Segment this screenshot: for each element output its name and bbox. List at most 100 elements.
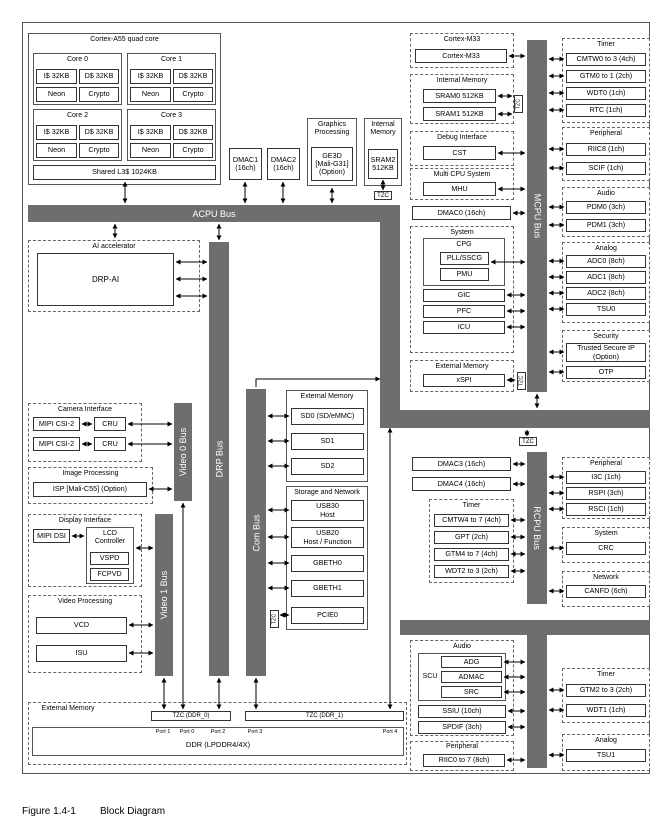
core-0-neon: Neon bbox=[36, 87, 77, 102]
rcpu-bus: RCPU Bus bbox=[527, 452, 547, 604]
core-2-neon: Neon bbox=[36, 143, 77, 158]
cst-box: CST bbox=[423, 146, 496, 160]
sd2-box: SD2 bbox=[291, 458, 364, 475]
adg-box: ADG bbox=[441, 656, 502, 668]
video-0-bus: Video 0 Bus bbox=[174, 403, 192, 501]
gtm0-1-box: GTM0 to 1 (2ch) bbox=[566, 70, 646, 83]
pfc-box: PFC bbox=[423, 305, 505, 318]
dmac0-box: DMAC0 (16ch) bbox=[412, 206, 511, 220]
vcd-box: VCD bbox=[36, 617, 127, 634]
mipi-csi-2-a: MIPI CSI-2 bbox=[33, 417, 80, 431]
ddr-port-4: Port 4 bbox=[382, 729, 398, 735]
core-3-neon: Neon bbox=[130, 143, 171, 158]
sd0-box: SD0 (SD/eMMC) bbox=[291, 408, 364, 425]
tzc-xspi-label: TZC bbox=[518, 375, 525, 387]
usb30-host: USB30 Host bbox=[291, 500, 364, 521]
core-2-icache: I$ 32KB bbox=[36, 125, 77, 140]
icu-box: ICU bbox=[423, 321, 505, 334]
tzc-xspi: TZC bbox=[517, 372, 526, 390]
pdm0-box: PDM0 (3ch) bbox=[566, 201, 646, 214]
mcpu-audio-title: Audio bbox=[597, 190, 615, 197]
gic-box: GIC bbox=[423, 289, 505, 302]
otp-box: OTP bbox=[566, 366, 646, 379]
pll-sscg-box: PLL/SSCG bbox=[440, 252, 489, 265]
scu-label: SCU bbox=[422, 673, 438, 680]
riic8-box: RIIC8 (1ch) bbox=[566, 143, 646, 156]
mipi-csi-2-b: MIPI CSI-2 bbox=[33, 437, 80, 451]
rcpu-peripheral-title: Peripheral bbox=[590, 460, 622, 467]
tsu1-box: TSU1 bbox=[566, 749, 646, 762]
vspd-box: VSPD bbox=[90, 552, 129, 565]
tzc-sram0-1-label: TZC bbox=[515, 98, 522, 110]
spdif-box: SPDIF (3ch) bbox=[418, 721, 506, 734]
ddr-port-2: Port 2 bbox=[210, 729, 226, 735]
rcpu-timer-title: Timer bbox=[462, 502, 481, 509]
ssiu-box: SSIU (10ch) bbox=[418, 705, 506, 718]
wdt1-box: WDT1 (1ch) bbox=[566, 704, 646, 717]
core-1-icache: I$ 32KB bbox=[130, 69, 171, 84]
core-2-crypto: Crypto bbox=[79, 143, 119, 158]
canfd-box: CANFD (6ch) bbox=[566, 585, 646, 598]
core-2-label: Core 2 bbox=[66, 112, 88, 119]
lower-analog-title: Analog bbox=[595, 737, 617, 744]
multi-cpu-system-title: Multi CPU System bbox=[433, 171, 491, 178]
cmtw0-3-box: CMTW0 to 3 (4ch) bbox=[566, 53, 646, 66]
ddr-port-1: Port 1 bbox=[155, 729, 171, 735]
network-title: Network bbox=[593, 574, 619, 581]
mcpu-internal-memory-title: Internal Memory bbox=[436, 77, 488, 84]
sd1-box: SD1 bbox=[291, 433, 364, 450]
ddr-port-0: Port 0 bbox=[179, 729, 195, 735]
cmtw4-7-box: CMTW4 to 7 (4ch) bbox=[434, 514, 509, 527]
com-bus-label: Com Bus bbox=[251, 513, 262, 552]
tzc-rcpu: TZC bbox=[519, 437, 537, 446]
video-processing-title: Video Processing bbox=[57, 598, 113, 605]
camera-interface bbox=[28, 403, 142, 462]
rspi-box: RSPI (3ch) bbox=[566, 487, 646, 500]
shared-l3-cache: Shared L3$ 1024KB bbox=[33, 165, 216, 180]
crc-box: CRC bbox=[566, 542, 646, 555]
figure-title: Block Diagram bbox=[100, 806, 166, 817]
rcpu-bus-label: RCPU Bus bbox=[532, 506, 543, 550]
image-processing-title: Image Processing bbox=[62, 470, 119, 477]
video-1-bus-label: Video 1 Bus bbox=[159, 570, 169, 620]
video-0-bus-label: Video 0 Bus bbox=[178, 427, 188, 477]
figure-number: Figure 1.4-1 bbox=[22, 806, 76, 817]
core-3-dcache: D$ 32KB bbox=[173, 125, 213, 140]
riic0-7-box: RIIC0 to 7 (8ch) bbox=[423, 754, 505, 767]
sram1-box: SRAM1 512KB bbox=[423, 107, 496, 121]
core-0-crypto: Crypto bbox=[79, 87, 119, 102]
wdt0-box: WDT0 (1ch) bbox=[566, 87, 646, 100]
ddr-lpddr4 bbox=[32, 727, 404, 756]
gbeth1: GBETH1 bbox=[291, 580, 364, 597]
tzc-ddr0: TZC (DDR_0) bbox=[151, 711, 231, 721]
com-bus: Com Bus bbox=[246, 389, 266, 676]
rsci-box: RSCI (1ch) bbox=[566, 503, 646, 516]
pcie0: PCIE0 bbox=[291, 607, 364, 624]
sram2-box: SRAM2 512KB bbox=[368, 149, 398, 179]
lower-bus bbox=[527, 635, 547, 768]
graphics-title: Graphics Processing bbox=[314, 121, 350, 137]
sram0-box: SRAM0 512KB bbox=[423, 89, 496, 103]
mcpu-analog-title: Analog bbox=[595, 245, 617, 252]
gbeth0: GBETH0 bbox=[291, 555, 364, 572]
internal-memory-title: Internal Memory bbox=[370, 121, 396, 137]
acpu-bus: ACPU Bus bbox=[28, 205, 400, 222]
core-1-label: Core 1 bbox=[160, 56, 182, 63]
tzc-pcie: TZC bbox=[270, 610, 279, 628]
storage-and-network-title: Storage and Network bbox=[294, 489, 360, 496]
tsu0-box: TSU0 bbox=[566, 303, 646, 316]
isu-box: ISU bbox=[36, 645, 127, 662]
tzc-sram0-1: TZC bbox=[514, 95, 523, 113]
usb20-host-function: USB20 Host / Function bbox=[291, 527, 364, 548]
trusted-secure-ip: Trusted Secure IP (Option) bbox=[566, 343, 646, 362]
dmac4-box: DMAC4 (16ch) bbox=[412, 477, 511, 491]
pdm1-box: PDM1 (3ch) bbox=[566, 219, 646, 232]
mcpu-bus-label: MCPU Bus bbox=[532, 193, 543, 239]
cortex-m33-core: Cortex-M33 bbox=[415, 49, 507, 63]
cortex-m33-title: Cortex-M33 bbox=[443, 36, 481, 43]
ddr-label: DDR (LPDDR4/4X) bbox=[185, 740, 251, 749]
dmac2-box: DMAC2 (16ch) bbox=[267, 148, 300, 180]
gpt-box: GPT (2ch) bbox=[434, 531, 509, 544]
core-3-label: Core 3 bbox=[160, 112, 182, 119]
adc0-box: ADC0 (8ch) bbox=[566, 255, 646, 268]
